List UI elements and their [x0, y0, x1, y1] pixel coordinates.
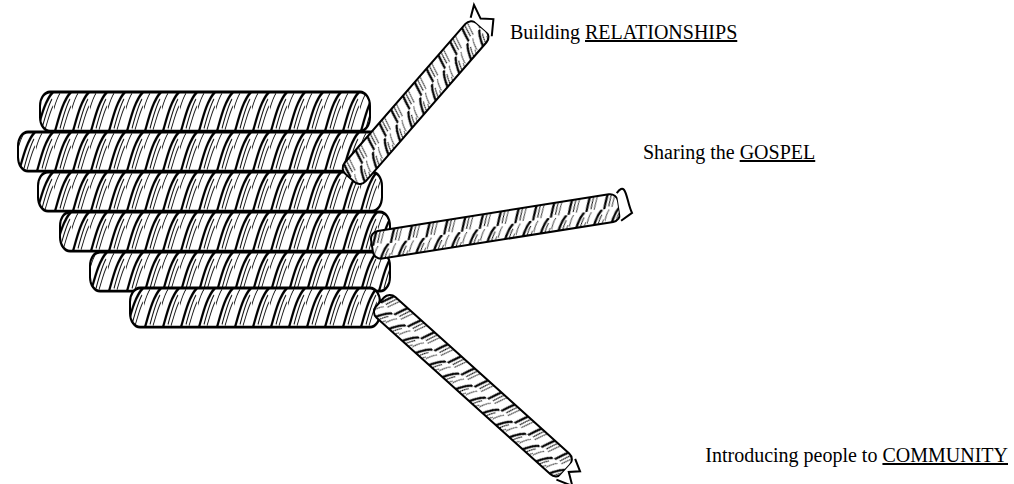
label-keyword: RELATIONSHIPS	[585, 21, 737, 43]
strand-label: Introducing people toCOMMUNITY	[705, 443, 1008, 467]
label-text: Building	[510, 21, 580, 43]
label-text: Introducing people to	[705, 444, 877, 466]
strand-label: Sharing theGOSPEL	[643, 140, 815, 164]
label-keyword: GOSPEL	[740, 141, 816, 163]
label-keyword: COMMUNITY	[882, 444, 1008, 466]
strand-label: BuildingRELATIONSHIPS	[510, 20, 737, 44]
label-text: Sharing the	[643, 141, 735, 163]
